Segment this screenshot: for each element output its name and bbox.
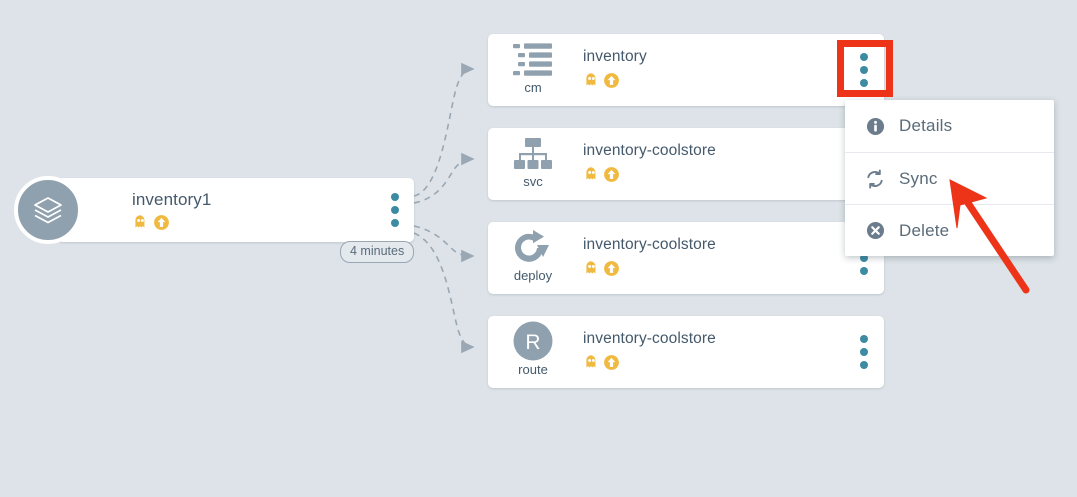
application-kebab-menu-icon[interactable] <box>388 193 402 227</box>
kebab-dot <box>860 361 868 369</box>
sync-duration-badge: 4 minutes <box>340 241 415 263</box>
resource-kind-label: cm <box>524 80 542 95</box>
resource-node-svc[interactable]: svc inventory-coolstore <box>488 128 884 200</box>
arrow-up-circle-icon <box>154 215 169 230</box>
resource-kebab-menu-icon-route[interactable] <box>857 335 871 369</box>
menu-item-label: Sync <box>899 168 938 188</box>
close-circle-icon <box>865 221 885 241</box>
configmap-list-icon <box>513 43 552 76</box>
arrow-up-circle-icon <box>604 261 619 276</box>
ghost-unknown-icon <box>135 215 145 228</box>
kebab-dot <box>391 206 399 214</box>
route-letter-icon: R <box>513 321 553 361</box>
resource-icon-group: deploy <box>500 228 566 290</box>
menu-item-label: Delete <box>899 220 950 240</box>
kebab-dot <box>860 66 868 74</box>
resource-context-menu[interactable]: Details Sync Delete <box>845 100 1054 256</box>
resource-name: inventory-coolstore <box>583 142 716 159</box>
arrow-up-circle-icon <box>604 73 619 88</box>
application-status-icons <box>132 214 170 231</box>
kebab-dot <box>860 53 868 61</box>
application-node[interactable]: inventory1 <box>14 176 414 244</box>
menu-item-sync[interactable]: Sync <box>845 152 1054 204</box>
resource-name: inventory-coolstore <box>583 330 716 347</box>
kebab-dot <box>391 219 399 227</box>
resource-kebab-menu-icon-cm[interactable] <box>857 53 871 87</box>
route-icon-letter: R <box>525 331 540 354</box>
resource-node-route[interactable]: R route inventory-coolstore <box>488 316 884 388</box>
resource-name: inventory <box>583 48 647 65</box>
resource-name: inventory-coolstore <box>583 236 716 253</box>
menu-item-details[interactable]: Details <box>845 100 1054 152</box>
resource-kind-label: route <box>518 362 548 377</box>
arrow-up-circle-icon <box>604 167 619 182</box>
layers-stack-icon <box>14 176 82 244</box>
ghost-unknown-icon <box>586 355 596 368</box>
service-sitemap-icon <box>514 138 552 169</box>
kebab-dot <box>860 348 868 356</box>
sync-refresh-icon <box>865 168 885 189</box>
resource-node-cm[interactable]: cm inventory <box>488 34 884 106</box>
menu-item-label: Details <box>899 116 953 135</box>
kebab-dot <box>860 254 868 262</box>
resource-status-icons <box>583 166 620 183</box>
kebab-dot <box>860 335 868 343</box>
resource-status-icons <box>583 260 620 277</box>
kebab-dot <box>391 193 399 201</box>
resource-node-deploy[interactable]: deploy inventory-coolstore <box>488 222 884 294</box>
ghost-unknown-icon <box>586 261 596 274</box>
kebab-dot <box>860 79 868 87</box>
resource-status-icons <box>583 72 620 89</box>
resource-icon-group: cm <box>500 40 566 102</box>
resource-kind-label: deploy <box>513 268 553 283</box>
application-title: inventory1 <box>132 190 212 209</box>
deployment-rotate-icon <box>515 230 549 262</box>
kebab-dot <box>860 267 868 275</box>
application-card[interactable]: inventory1 <box>58 178 414 242</box>
resource-kind-label: svc <box>523 174 543 189</box>
ghost-unknown-icon <box>586 73 596 86</box>
menu-item-delete[interactable]: Delete <box>845 204 1054 256</box>
arrow-up-circle-icon <box>604 355 619 370</box>
ghost-unknown-icon <box>586 167 596 180</box>
resource-status-icons <box>583 354 620 371</box>
info-circle-icon <box>865 116 885 136</box>
resource-icon-group: R route <box>500 321 566 384</box>
resource-icon-group: svc <box>500 134 566 196</box>
